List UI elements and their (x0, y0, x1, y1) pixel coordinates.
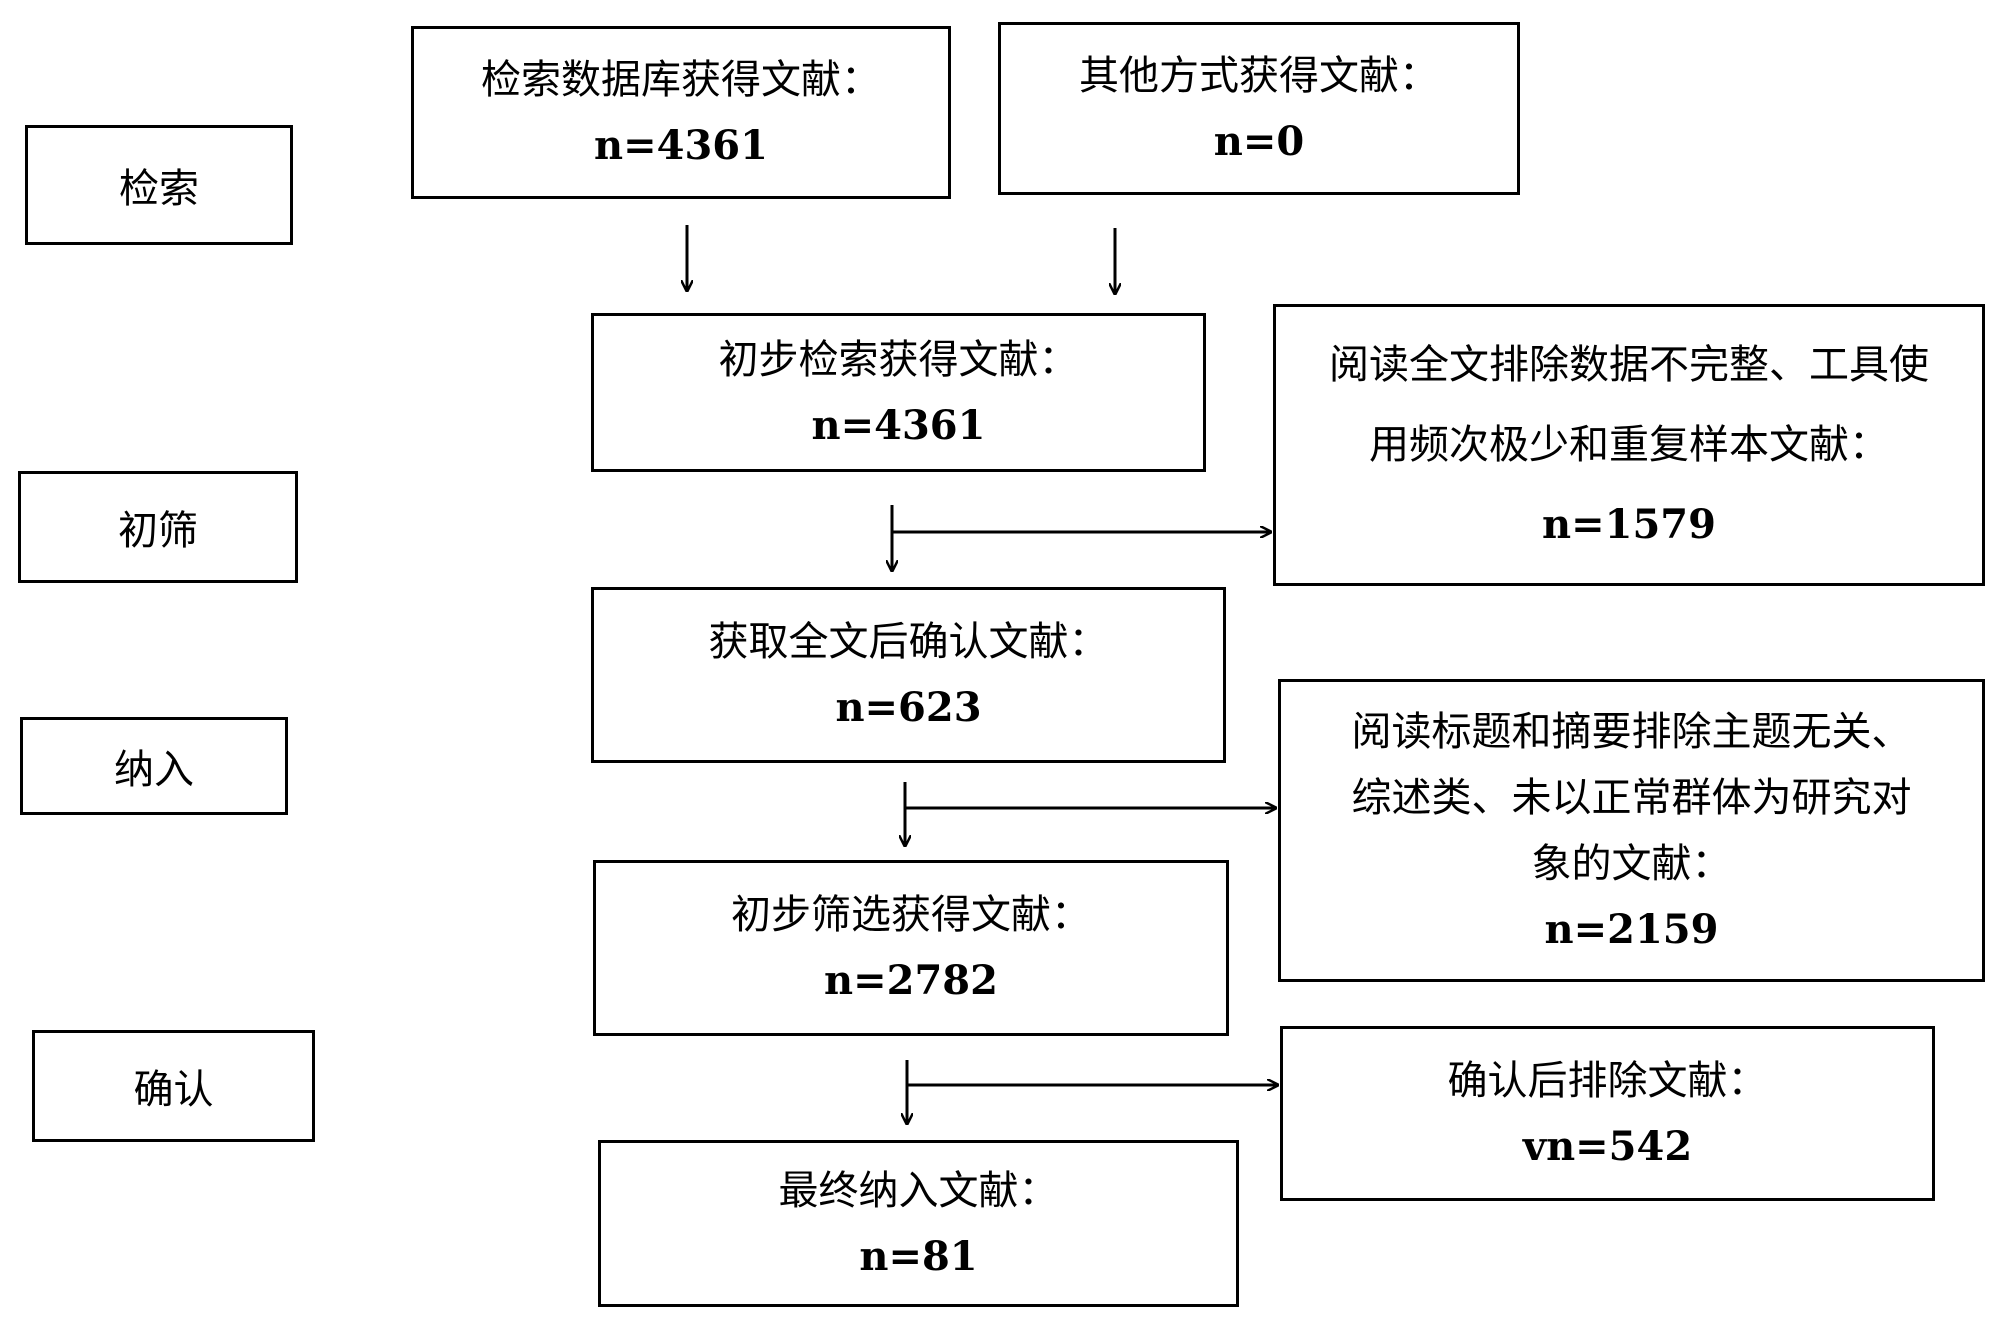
initial-search-title: 初步检索获得文献： (718, 336, 1079, 383)
excluded-after-confirm-count: vn=542 (1522, 1122, 1693, 1170)
stage-search: 检索 (25, 125, 293, 245)
excluded-fulltext-line: 阅读全文排除数据不完整、工具使 (1329, 342, 1929, 388)
final-included-count: n=81 (859, 1232, 978, 1280)
excluded-title-abstract-line: 阅读标题和摘要排除主题无关、 (1351, 708, 1912, 755)
other-sources-count: n=0 (1213, 117, 1305, 165)
database-search-title: 检索数据库获得文献： (481, 56, 881, 103)
stage-confirmation-label: 确认 (133, 1067, 214, 1113)
fulltext-confirmed-box: 获取全文后确认文献： n=623 (591, 587, 1226, 763)
excluded-title-abstract-line: 综述类、未以正常群体为研究对 (1351, 774, 1912, 821)
database-search-box: 检索数据库获得文献： n=4361 (411, 26, 951, 199)
excluded-title-abstract-box: 阅读标题和摘要排除主题无关、 综述类、未以正常群体为研究对 象的文献： n=21… (1278, 679, 1985, 982)
database-search-count: n=4361 (594, 121, 768, 169)
stage-search-label: 检索 (119, 166, 199, 212)
final-included-box: 最终纳入文献： n=81 (598, 1140, 1239, 1307)
preliminary-screened-count: n=2782 (824, 957, 998, 1004)
stage-inclusion: 纳入 (20, 717, 288, 815)
fulltext-confirmed-count: n=623 (835, 684, 982, 731)
stage-initial-screening: 初筛 (18, 471, 298, 583)
stage-initial-screening-label: 初筛 (118, 508, 198, 554)
fulltext-confirmed-title: 获取全文后确认文献： (708, 619, 1109, 665)
other-sources-box: 其他方式获得文献： n=0 (998, 22, 1520, 195)
stage-inclusion-label: 纳入 (114, 747, 194, 793)
excluded-title-abstract-count: n=2159 (1544, 905, 1719, 953)
excluded-fulltext-line: 用频次极少和重复样本文献： (1369, 422, 1889, 468)
excluded-fulltext-count: n=1579 (1542, 501, 1716, 548)
excluded-after-confirm-box: 确认后排除文献： vn=542 (1280, 1026, 1935, 1201)
excluded-title-abstract-line: 象的文献： (1531, 840, 1732, 887)
initial-search-count: n=4361 (811, 401, 986, 449)
preliminary-screened-box: 初步筛选获得文献： n=2782 (593, 860, 1229, 1036)
final-included-title: 最终纳入文献： (778, 1167, 1059, 1214)
preliminary-screened-title: 初步筛选获得文献： (731, 892, 1091, 938)
excluded-fulltext-box: 阅读全文排除数据不完整、工具使 用频次极少和重复样本文献： n=1579 (1273, 304, 1985, 586)
other-sources-title: 其他方式获得文献： (1079, 52, 1439, 99)
stage-confirmation: 确认 (32, 1030, 315, 1142)
excluded-after-confirm-title: 确认后排除文献： (1447, 1057, 1768, 1104)
initial-search-box: 初步检索获得文献： n=4361 (591, 313, 1206, 472)
